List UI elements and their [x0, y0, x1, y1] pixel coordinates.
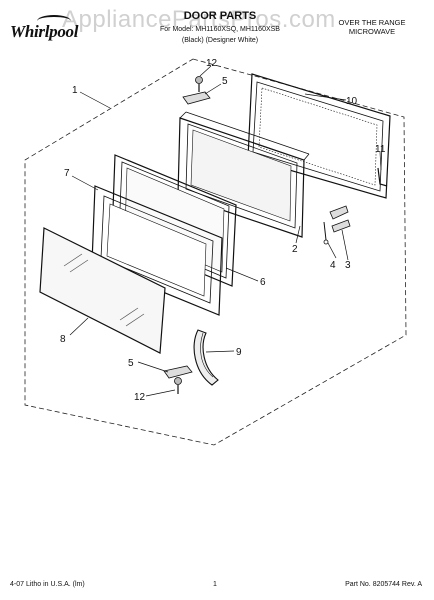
part-12-bottom-screw [174, 377, 182, 394]
part-5-bottom-hinge [163, 365, 193, 379]
callout-7: 7 [64, 168, 70, 179]
part-5-top-hinge [182, 91, 211, 105]
color-line: (Black) (Designer White) [181, 37, 259, 44]
watermark: AppliancePartsPros.com [62, 6, 336, 33]
footer-part-number: Part No. 8205744 Rev. A [345, 581, 422, 588]
callout-12-top: 12 [206, 58, 218, 69]
footer-page-number: 1 [213, 581, 217, 588]
callout-1: 1 [72, 85, 78, 96]
assembly-boundary [24, 58, 407, 446]
part-3-latch [329, 205, 351, 233]
part-4-latch-spring [323, 221, 329, 245]
footer-litho: 4-07 Litho in U.S.A. (lm) [10, 581, 85, 588]
part-2-door-frame [177, 111, 310, 238]
callout-6: 6 [260, 277, 266, 288]
product-type: OVER THE RANGE MICROWAVE [322, 18, 422, 36]
leader-lines [69, 65, 382, 397]
callout-8: 8 [60, 334, 66, 345]
brand-logo: Whirlpool [10, 15, 79, 41]
callout-11: 11 [375, 144, 386, 155]
part-11-clip [377, 167, 388, 187]
callout-3: 3 [345, 260, 351, 271]
part-9-door-handle [193, 329, 219, 386]
callout-9: 9 [236, 347, 242, 358]
callout-2: 2 [292, 244, 298, 255]
part-12-top-screw [195, 76, 203, 92]
part-10-door-choke [247, 73, 391, 199]
callout-5-bottom: 5 [128, 358, 134, 369]
part-8-door-glass [39, 227, 166, 354]
product-type-line2: MICROWAVE [348, 27, 396, 36]
callout-4: 4 [330, 260, 336, 271]
callout-5-top: 5 [222, 76, 228, 87]
part-7-window-frame [91, 185, 223, 316]
page-title: DOOR PARTS [183, 10, 257, 22]
callout-12-bottom: 12 [134, 392, 146, 403]
model-line: For Model: MH1160XSQ, MH1160XSB [160, 26, 280, 33]
callout-10: 10 [346, 96, 358, 107]
product-type-line1: OVER THE RANGE [338, 18, 406, 27]
